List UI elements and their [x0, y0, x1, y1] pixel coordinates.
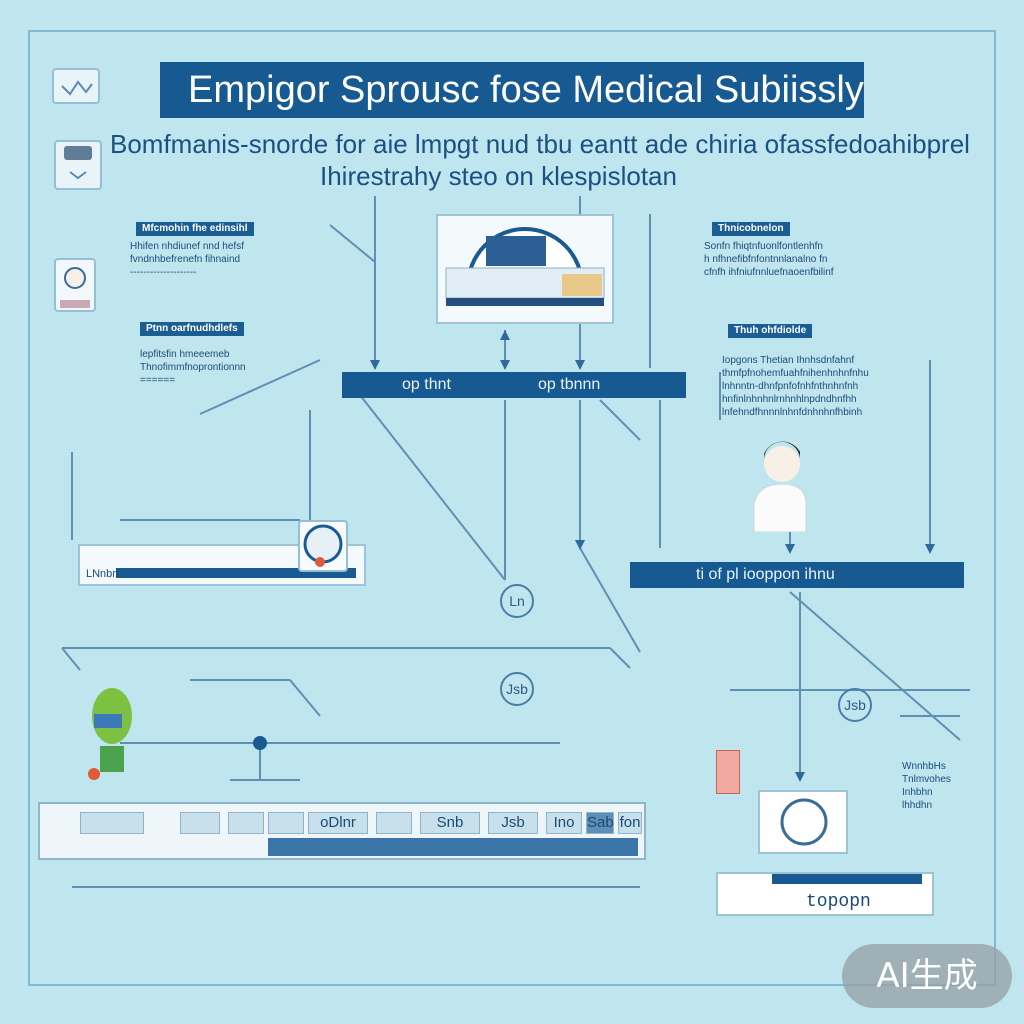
- flag-icon: [716, 750, 740, 794]
- page-title: Empigor Sprousc fose Medical Subiissly: [160, 62, 864, 118]
- table-cell: [268, 812, 304, 834]
- subtitle: Bomfmanis-snorde for aie lmpgt nud tbu e…: [110, 128, 990, 192]
- circle-label-1: Ln: [500, 584, 534, 618]
- table-cell: Snb: [420, 812, 480, 834]
- band-center-right: op tbnnn: [538, 376, 601, 393]
- table-cell: [228, 812, 264, 834]
- note-right-top: Sonfn fhiqtnfuonlfontlenhfn h nfhnefibfn…: [704, 241, 834, 278]
- note-right-mid: Iopgons Thetian Ihnhsdnfahnf thmfpfnohem…: [722, 355, 869, 418]
- note-right-low: WnnhbHs Tnlmvohes Inhbhn lhhdhn: [902, 761, 951, 811]
- table-cell: Jsb: [488, 812, 538, 834]
- data-table: oDlnr Snb Jsb Ino Sab fon: [38, 802, 646, 860]
- diagram-frame: [28, 30, 996, 986]
- screen-icon: [758, 790, 848, 854]
- table-cell: Ino: [546, 812, 582, 834]
- bottom-card-label: topopn: [806, 892, 871, 912]
- table-cell: [80, 812, 144, 834]
- tag-left-top: Mfcmohin fhe edinsihl: [136, 222, 254, 236]
- lock-icon: [54, 140, 102, 190]
- table-cell: oDlnr: [308, 812, 368, 834]
- note-left-top: Hhifen nhdiunef nnd hefsf fvndnhbefrenef…: [130, 241, 244, 278]
- bottom-card: topopn: [716, 872, 934, 916]
- tag-left-mid: Ptnn oarfnudhdlefs: [140, 322, 244, 336]
- ai-generated-badge: AI生成: [842, 944, 1012, 1008]
- tag-right-top: Thnicobnelon: [712, 222, 790, 236]
- left-device-card: LNnbn: [78, 544, 366, 586]
- subtitle-line-2: Ihirestrahy steo on klespislotan: [320, 161, 677, 191]
- patient-icon: [748, 440, 812, 533]
- window-icon: [52, 68, 100, 104]
- left-card-label: LNnbn: [86, 568, 119, 580]
- band-center: op thnt op tbnnn: [342, 372, 686, 398]
- tag-right-mid: Thuh ohfdiolde: [728, 324, 813, 338]
- table-cell: Sab: [586, 812, 614, 834]
- plant-icon: [86, 686, 138, 782]
- band-right-label: ti of pl iooppon ihnu: [696, 566, 835, 583]
- table-cell: [180, 812, 220, 834]
- dome-icon: [436, 214, 614, 324]
- subtitle-line-1: Bomfmanis-snorde for aie lmpgt nud tbu e…: [110, 129, 970, 159]
- band-right: ti of pl iooppon ihnu: [630, 562, 964, 588]
- table-cell: [376, 812, 412, 834]
- note-left-mid: lepfitsfin hmeeemeb Thnofimmfnoprontionn…: [140, 349, 246, 386]
- circle-label-3: Jsb: [838, 688, 872, 722]
- table-bottom-row: [268, 838, 638, 856]
- circle-label-2: Jsb: [500, 672, 534, 706]
- band-center-left: op thnt: [402, 376, 451, 393]
- table-cell: fon: [618, 812, 642, 834]
- monitor-icon: [298, 520, 348, 572]
- doctor-avatar-icon: [54, 258, 96, 312]
